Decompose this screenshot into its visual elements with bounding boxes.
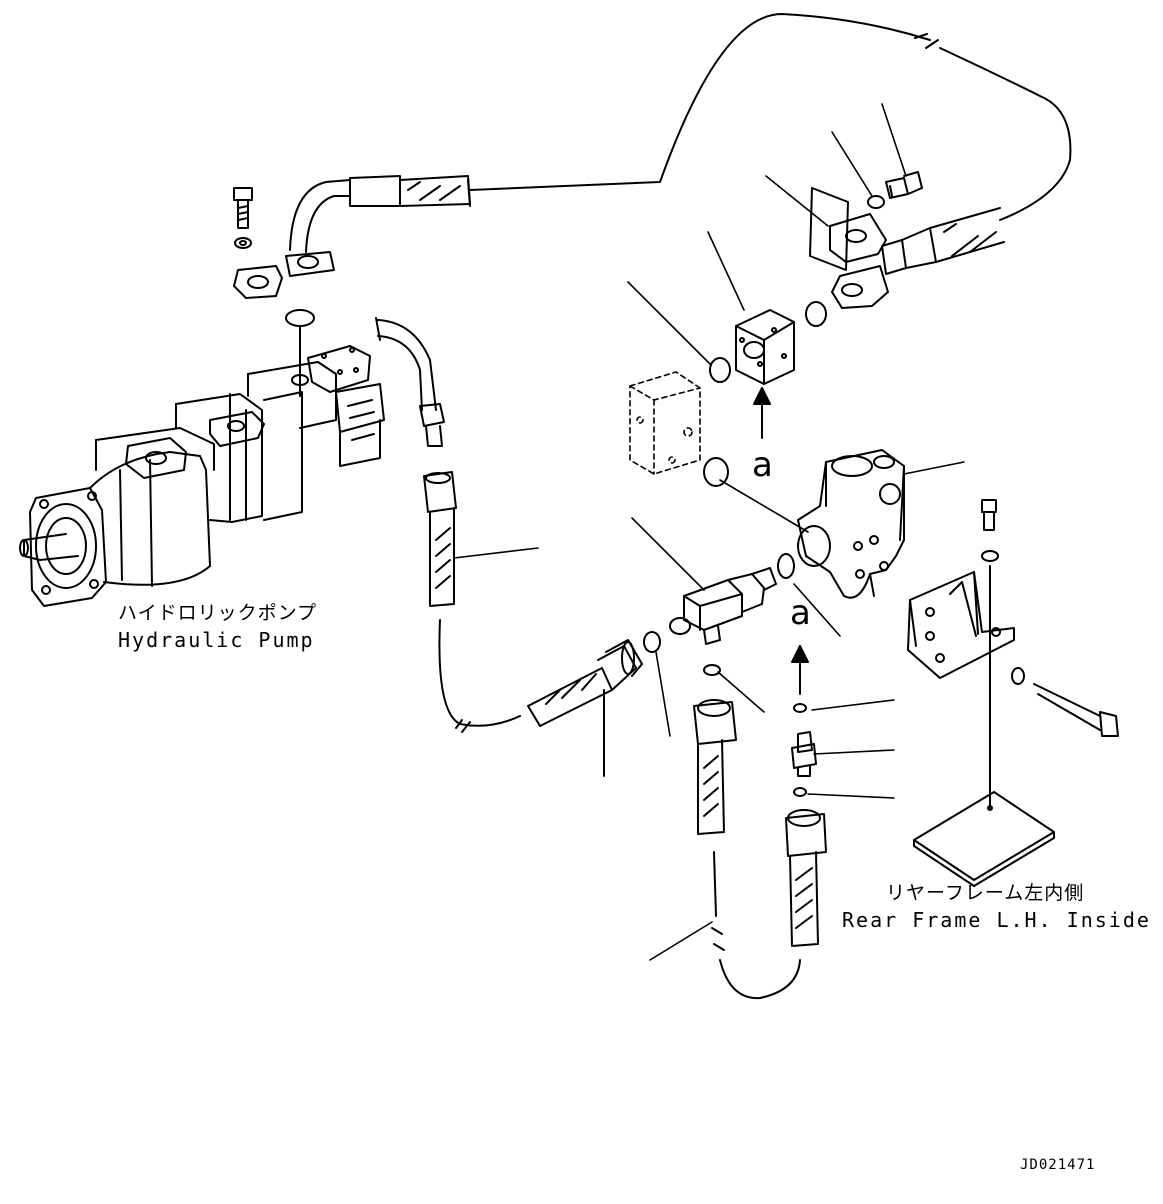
nipple-fitting <box>791 645 817 797</box>
o-ring-valve <box>703 457 729 487</box>
horizontal-hose <box>527 639 643 777</box>
pump-port-fasteners <box>233 187 315 397</box>
hydraulic-pump <box>19 345 385 607</box>
pump-outlet-hose <box>285 13 1072 277</box>
o-ring-tee-bottom <box>703 664 721 676</box>
o-ring-tee <box>643 631 661 653</box>
marker-a-lower: a <box>790 593 811 633</box>
document-id: JD021471 <box>1020 1157 1096 1173</box>
tee-fitting <box>669 553 795 645</box>
reference-valve-block <box>629 371 701 475</box>
vertical-hose-center <box>693 699 801 1000</box>
hydraulic-pump-label-en: Hydraulic Pump <box>118 628 315 652</box>
adapter-block <box>709 309 795 439</box>
rear-frame-label-jp: リヤーフレーム左内側 <box>886 882 1085 904</box>
mounting-bracket <box>907 499 1119 809</box>
rear-frame-label-en: Rear Frame L.H. Inside <box>842 908 1151 932</box>
marker-a-upper: a <box>752 445 773 485</box>
hydraulic-pump-label-jp: ハイドロリックポンプ <box>118 602 318 624</box>
rear-frame-plate <box>913 791 1055 887</box>
leader-lines <box>453 103 965 961</box>
upper-right-hose-fittings <box>805 171 1005 327</box>
vertical-hose-right <box>785 809 827 947</box>
vertical-hose-left <box>375 317 521 733</box>
valve-body <box>797 449 905 599</box>
